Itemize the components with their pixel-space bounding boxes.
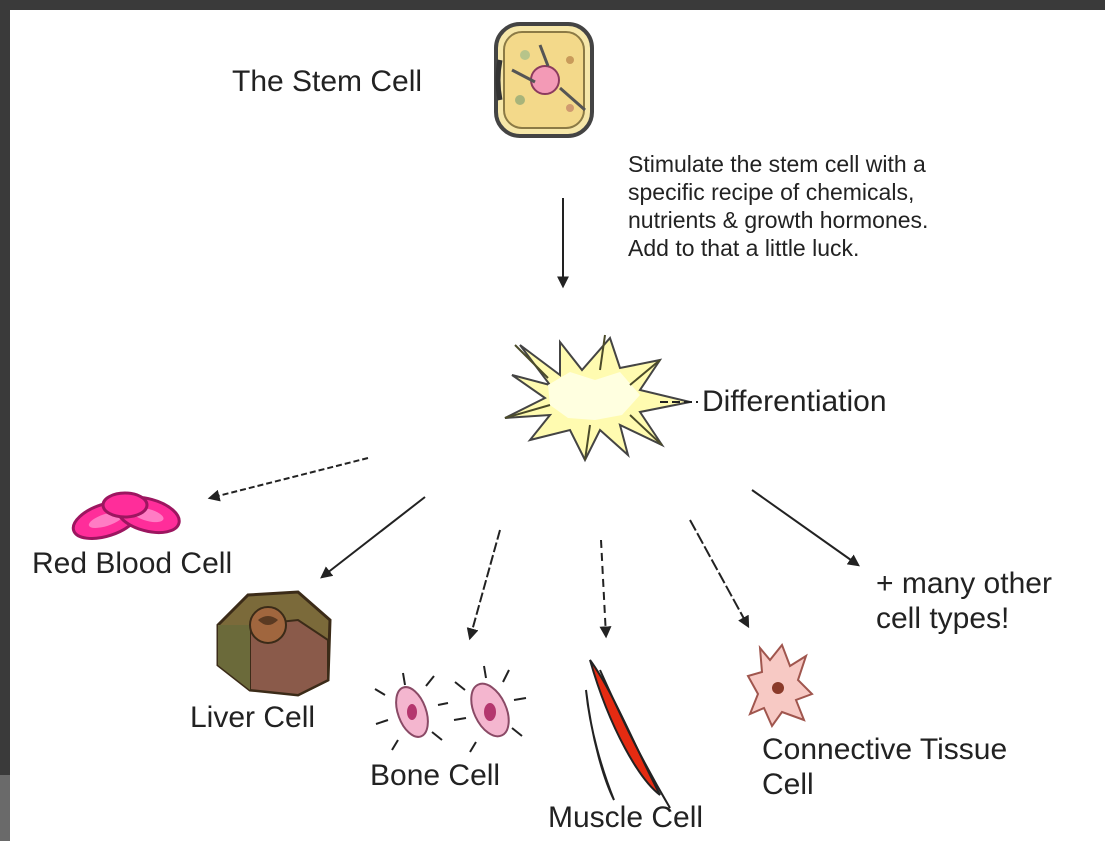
bone-cell-label: Bone Cell (370, 758, 500, 793)
muscle-cell-label: Muscle Cell (548, 800, 703, 835)
stem-cell-label: The Stem Cell (232, 64, 422, 99)
red-blood-cell-label: Red Blood Cell (32, 546, 232, 581)
arrow-to-red-blood-cell (210, 458, 368, 498)
differentiation-burst-icon (505, 335, 690, 460)
connective-tissue-label: Connective Tissue Cell (762, 732, 1007, 803)
other-cell-types-label: + many other cell types! (876, 566, 1052, 637)
arrow-to-connective-tissue (690, 520, 748, 626)
connective-tissue-cell-icon (748, 645, 812, 726)
red-blood-cell-icon (69, 491, 183, 545)
arrow-to-other-cell-types (752, 490, 858, 565)
stem-cell-icon (496, 24, 592, 136)
differentiation-label: Differentiation (702, 384, 887, 419)
stimulus-note: Stimulate the stem cell with a specific … (628, 150, 928, 262)
liver-cell-icon (218, 592, 330, 695)
liver-cell-label: Liver Cell (190, 700, 315, 735)
arrow-to-liver-cell (322, 497, 425, 577)
muscle-cell-icon (586, 660, 670, 808)
arrow-to-muscle-cell (601, 540, 606, 636)
bone-cell-icon (375, 666, 526, 752)
arrow-to-bone-cell (470, 530, 500, 638)
